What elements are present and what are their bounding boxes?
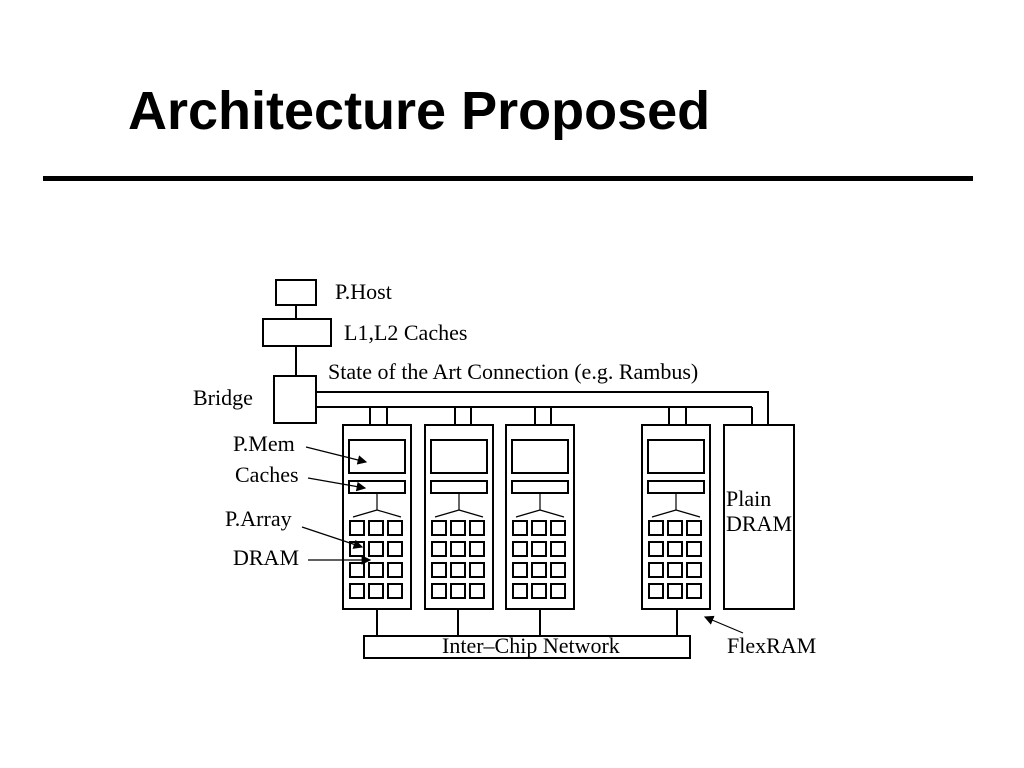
dram-cell	[431, 583, 447, 599]
fanout-left	[352, 509, 378, 518]
dram-cell	[387, 520, 403, 536]
flexram-chip	[641, 424, 711, 610]
plain-dram-label-line1: Plain	[726, 486, 771, 511]
dram-cell	[387, 541, 403, 557]
dram-cell	[667, 541, 683, 557]
flexram-chip	[342, 424, 412, 610]
dram-cell	[550, 562, 566, 578]
dram-cell	[431, 562, 447, 578]
dram-cell	[648, 541, 664, 557]
inter-chip-network-label: Inter–Chip Network	[442, 633, 620, 658]
slide-title: Architecture Proposed	[128, 81, 711, 141]
dram-cell	[686, 583, 702, 599]
title-underline	[43, 176, 973, 181]
dram-cell	[469, 583, 485, 599]
dram-cell	[512, 541, 528, 557]
connection-label: State of the Art Connection (e.g. Rambus…	[328, 359, 698, 384]
dram-cell	[349, 520, 365, 536]
flexram-chip	[505, 424, 575, 610]
dram-cell	[686, 541, 702, 557]
dram-cell	[550, 520, 566, 536]
dram-cell	[686, 562, 702, 578]
flexram-pointer	[703, 615, 744, 634]
fanout-left	[515, 509, 541, 518]
dram-cell	[648, 583, 664, 599]
connection-bus-outer	[316, 391, 769, 425]
caches-label: Caches	[235, 462, 299, 487]
dram-cell	[667, 583, 683, 599]
flexram-chip	[424, 424, 494, 610]
p-mem-block	[348, 439, 406, 474]
fanout-left	[434, 509, 460, 518]
dram-cell	[469, 562, 485, 578]
dram-cell	[469, 541, 485, 557]
plain-dram-label-line2: DRAM	[726, 511, 792, 536]
dram-cell	[667, 520, 683, 536]
dram-cell	[512, 562, 528, 578]
cache-block	[647, 480, 705, 494]
p-mem-block	[647, 439, 705, 474]
p-array-pointer	[301, 526, 364, 549]
cache-block	[511, 480, 569, 494]
dram-cell	[450, 520, 466, 536]
dram-cell	[531, 520, 547, 536]
cache-block	[430, 480, 488, 494]
dram-cell	[512, 583, 528, 599]
dram-cell	[368, 562, 384, 578]
bridge-label: Bridge	[193, 385, 253, 410]
dram-cell	[431, 541, 447, 557]
flexram-chips	[342, 424, 711, 610]
bridge-box	[273, 375, 317, 424]
p-mem-pointer	[305, 446, 368, 465]
p-host-label: P.Host	[335, 279, 392, 304]
l1-l2-caches-box	[262, 318, 332, 347]
p-host-box	[275, 279, 317, 306]
dram-cell	[469, 520, 485, 536]
dram-cell	[648, 562, 664, 578]
dram-cell	[667, 562, 683, 578]
fanout-right	[376, 509, 402, 518]
p-mem-block	[430, 439, 488, 474]
dram-cell	[648, 520, 664, 536]
dram-cell	[431, 520, 447, 536]
p-array-label: P.Array	[225, 506, 292, 531]
dram-cell	[349, 583, 365, 599]
dram-cell	[512, 520, 528, 536]
inter-chip-network-box	[363, 635, 691, 659]
dram-cell	[450, 583, 466, 599]
p-mem-label: P.Mem	[233, 431, 295, 456]
plain-dram-box	[723, 424, 795, 610]
dram-cell	[531, 583, 547, 599]
fanout-right	[675, 509, 701, 518]
fanout-right	[458, 509, 484, 518]
fanout-right	[539, 509, 565, 518]
dram-cell	[387, 562, 403, 578]
dram-cell	[531, 541, 547, 557]
caches-pointer	[307, 477, 367, 492]
dram-cell	[368, 541, 384, 557]
dram-cell	[686, 520, 702, 536]
l1-l2-caches-label: L1,L2 Caches	[344, 320, 467, 345]
dram-cell	[349, 562, 365, 578]
dram-cell	[368, 583, 384, 599]
p-mem-block	[511, 439, 569, 474]
dram-cell	[550, 541, 566, 557]
dram-cell	[550, 583, 566, 599]
fanout-left	[651, 509, 677, 518]
flexram-label: FlexRAM	[727, 633, 816, 658]
dram-cell	[531, 562, 547, 578]
dram-cell	[450, 541, 466, 557]
dram-cell	[368, 520, 384, 536]
dram-label: DRAM	[233, 545, 299, 570]
dram-cell	[450, 562, 466, 578]
dram-cell	[387, 583, 403, 599]
